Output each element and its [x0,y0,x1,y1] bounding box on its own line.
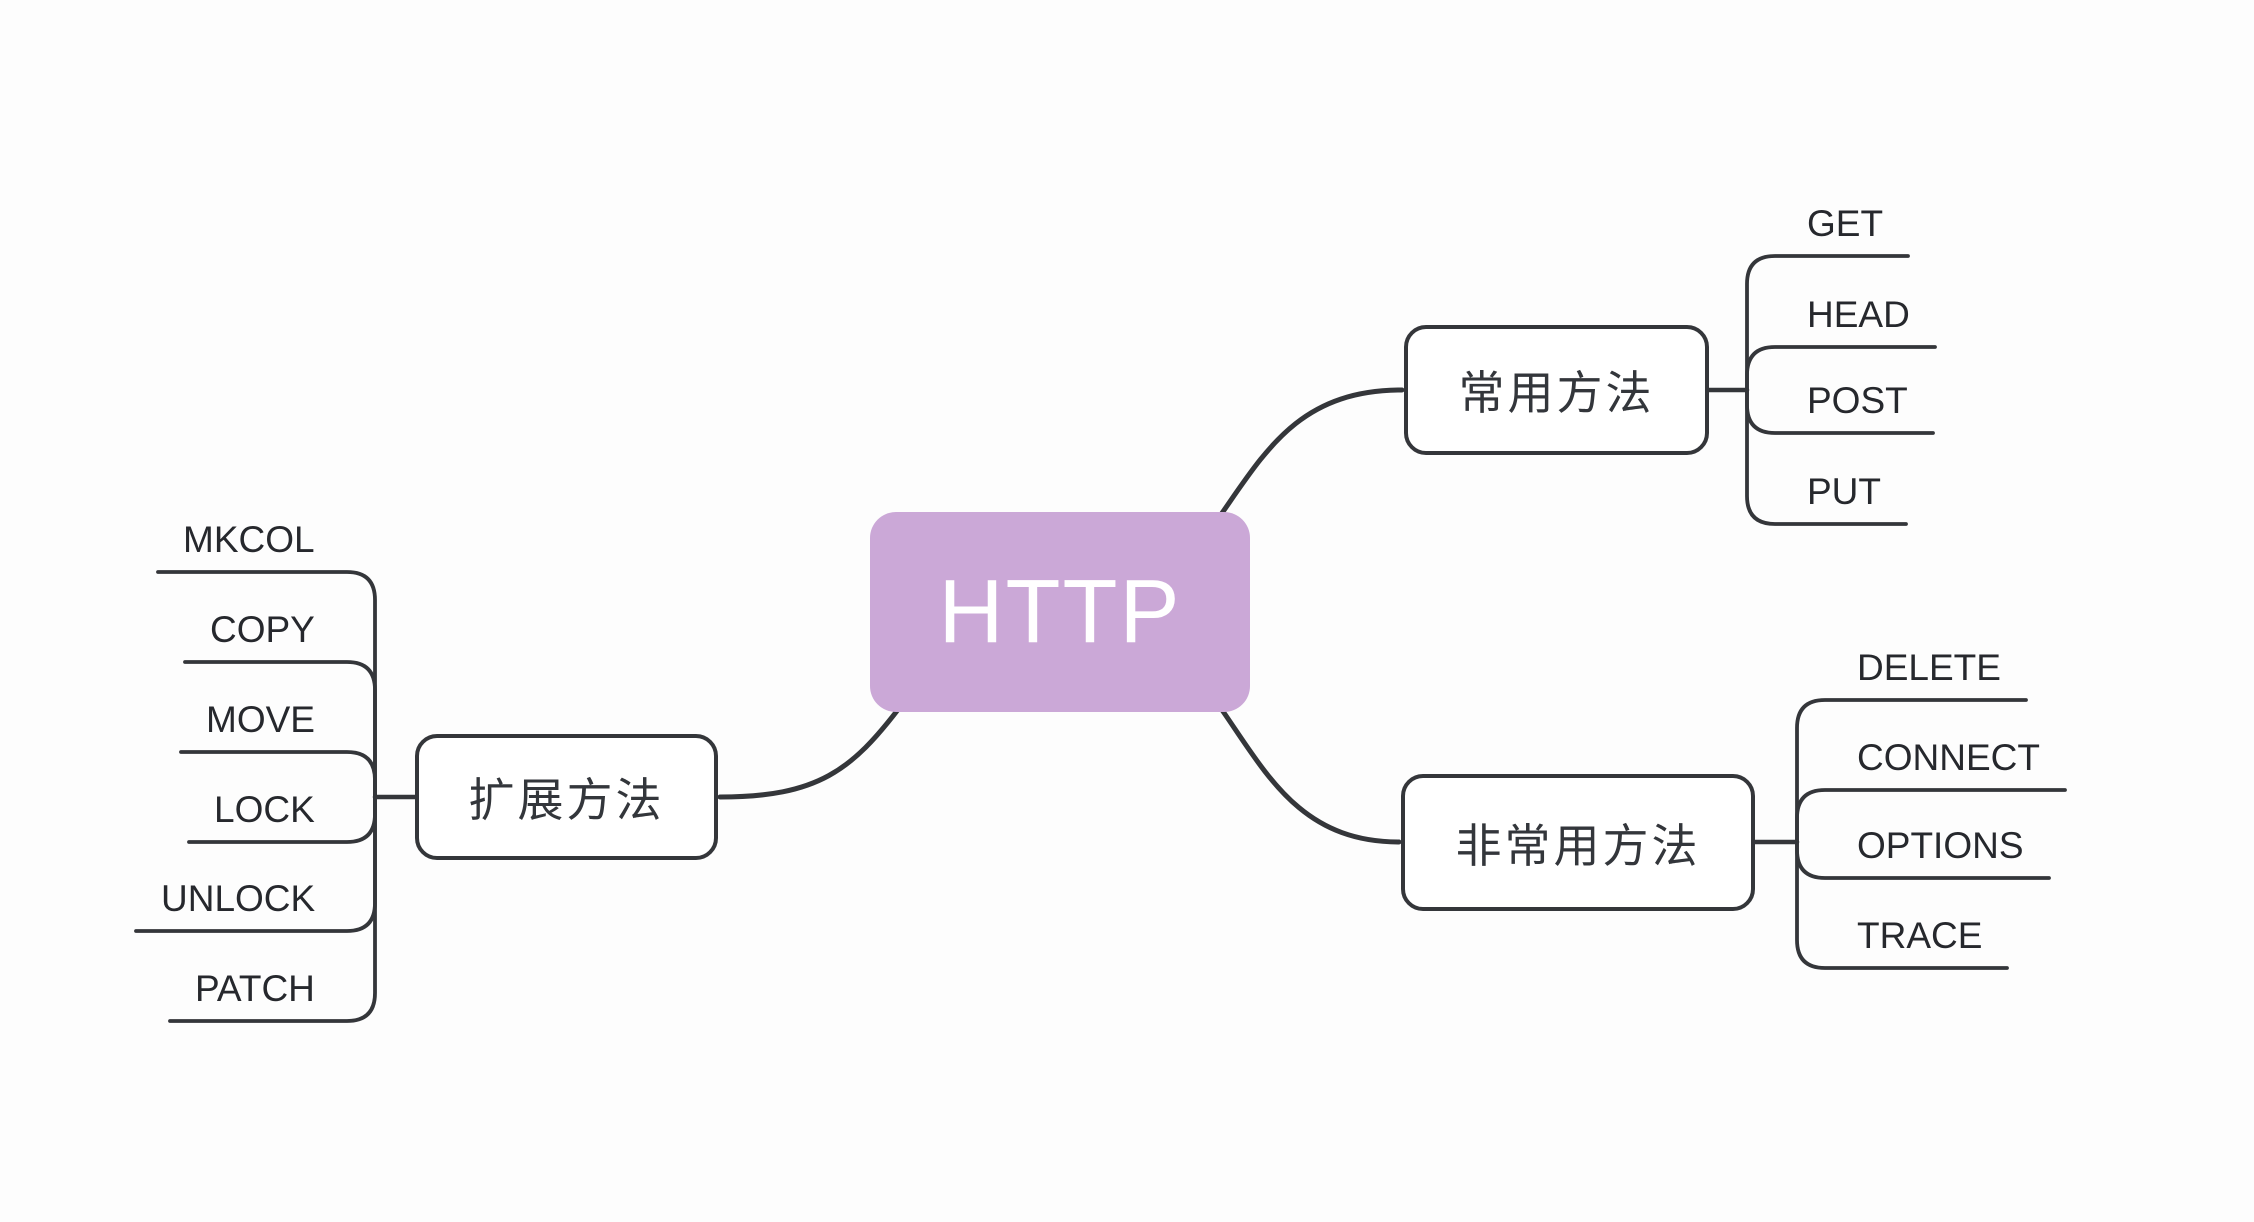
child-topic-move[interactable]: MOVE [206,699,315,740]
child-topic-options[interactable]: OPTIONS [1857,825,2024,866]
branch-topic-uncommon-methods[interactable]: 非常用方法 [1401,774,1755,911]
connector-path [1217,387,1405,519]
child-topic-connect[interactable]: CONNECT [1857,737,2040,778]
child-topic-get[interactable]: GET [1807,203,1884,244]
child-topic-unlock[interactable]: UNLOCK [161,878,316,919]
child-topic-lock[interactable]: LOCK [214,789,315,830]
child-topic-head[interactable]: HEAD [1807,294,1910,335]
connector-path [1795,788,2067,844]
connector-path [168,795,377,1023]
child-topic-patch[interactable]: PATCH [195,968,315,1009]
child-topic-trace[interactable]: TRACE [1857,915,1983,956]
branch-topic-extension-methods[interactable]: 扩展方法 [415,734,718,860]
connector-path [179,750,377,799]
child-topic-mkcol[interactable]: MKCOL [183,519,315,560]
child-topic-put[interactable]: PUT [1807,471,1881,512]
child-topic-delete[interactable]: DELETE [1857,647,2001,688]
connector-path [1745,254,1910,392]
connector-path [1795,840,2009,970]
connector-path [717,704,903,800]
connector-path [1745,345,1937,392]
connector-path [1795,698,2028,844]
connector-path [156,570,377,799]
branch-topic-common-methods[interactable]: 常用方法 [1404,325,1709,455]
child-topic-post[interactable]: POST [1807,380,1908,421]
connector-path [1745,388,1908,526]
root-topic-http[interactable]: HTTP [870,512,1250,712]
child-topic-copy[interactable]: COPY [210,609,315,650]
connector-path [1217,704,1402,845]
connector-path [183,660,377,799]
